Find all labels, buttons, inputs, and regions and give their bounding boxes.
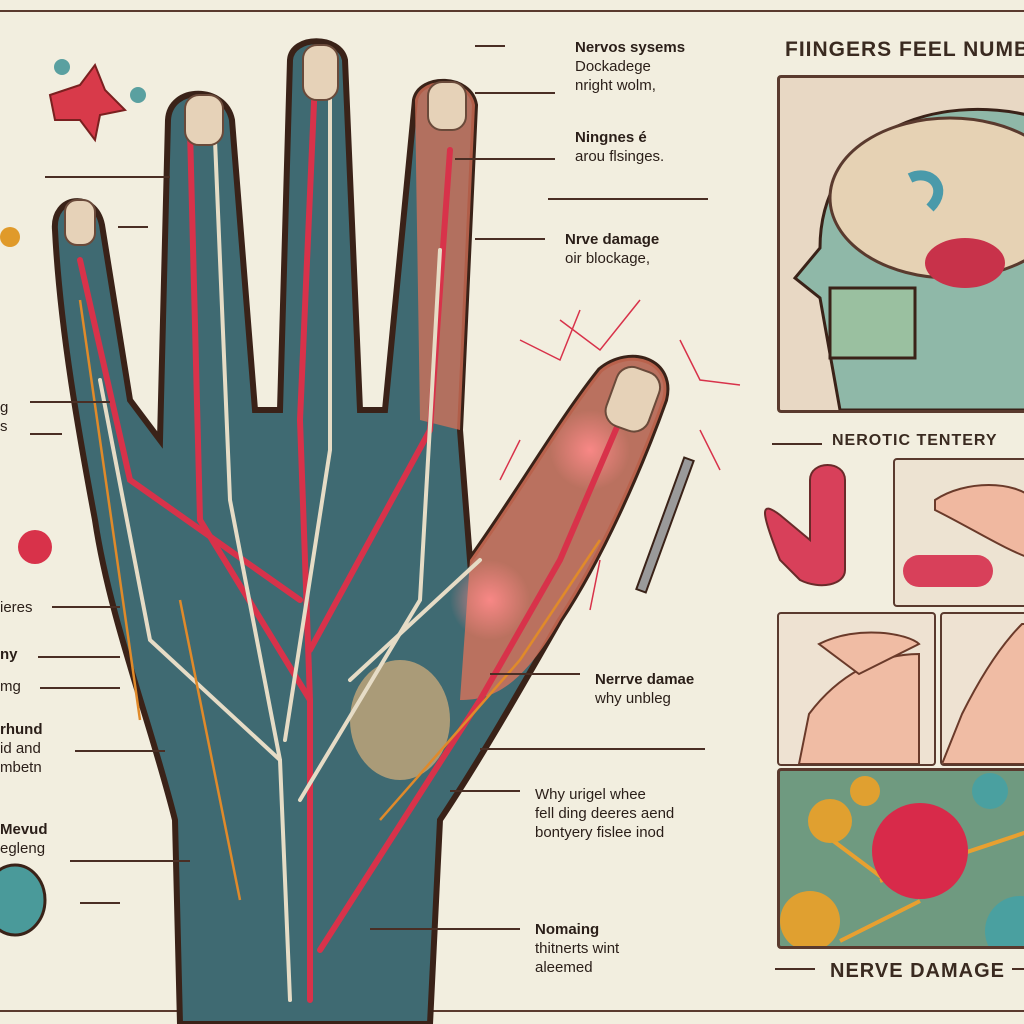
leader-line [30,401,110,403]
leader-line [455,158,555,160]
left-label-5: rhund id and mbetn [0,721,43,776]
red-ball-icon [18,530,52,564]
leader-line [80,902,120,904]
leader-line [75,750,165,752]
leader-line [40,687,120,689]
leader-line [475,45,505,47]
nerves [98,88,482,1002]
pinch-panel-1 [777,612,936,766]
bottom-border [0,1010,1024,1012]
heading-fingers-feel-numb: FIINGERS FEEL NUMBE [785,38,1024,61]
left-label-3: ny [0,646,18,663]
heading-nerve-damage: NERVE DAMAGE [830,960,1005,982]
pinching-hand-illustration [797,631,921,764]
leader-line [30,433,62,435]
label-nerve-damage-2: Nerrve damae why unbleg [595,671,695,707]
orange-nerves [78,299,602,901]
leader-line [370,928,520,930]
leader-line [548,198,708,200]
label-fingers: Ningnes é arou flsinges. [575,129,665,165]
left-label-6: Mevud egleng [0,821,48,857]
leader-line [52,606,120,608]
probe-tool [635,456,695,594]
heading-nerotic-tentery: NEROTIC TENTERY [832,432,998,449]
label-numbing: Nomaing thitnerts wint aleemed [535,921,620,976]
brain-illustration [792,108,1024,410]
leader-line [450,790,520,792]
divider [772,443,822,445]
label-why-urge: Why urigel whee fell ding deeres aend bo… [535,786,675,841]
palm-highlight [350,660,450,780]
leader-line [118,226,148,228]
nerve-cells-illustration [780,773,1024,946]
star-cell-icon [48,62,128,143]
pinch-panel-2 [940,612,1024,766]
divider [775,968,815,970]
top-border [0,10,1024,12]
finger-gesture-panel [893,458,1024,607]
label-nerve-damage-1: Nrve damage oir blockage, [565,231,660,267]
leader-line [70,860,190,862]
fingernails [64,44,662,433]
left-label-1: g s [0,399,9,435]
label-nervous-system: Nervos sysems Dockadege nright wolm, [575,39,686,94]
divider [1012,968,1024,970]
leader-line [45,176,170,178]
touching-hand-illustration [942,623,1024,764]
nerve-cell-panel [777,768,1024,949]
pain-lines [499,299,741,611]
leader-line [480,748,705,750]
brain-panel [777,75,1024,413]
leader-line [475,238,545,240]
leader-line [490,673,580,675]
hand-gesture-illustration [903,484,1024,587]
left-label-4: mg [0,678,21,695]
leader-line [38,656,120,658]
leader-line [475,92,555,94]
left-label-2: ieres [0,599,33,616]
